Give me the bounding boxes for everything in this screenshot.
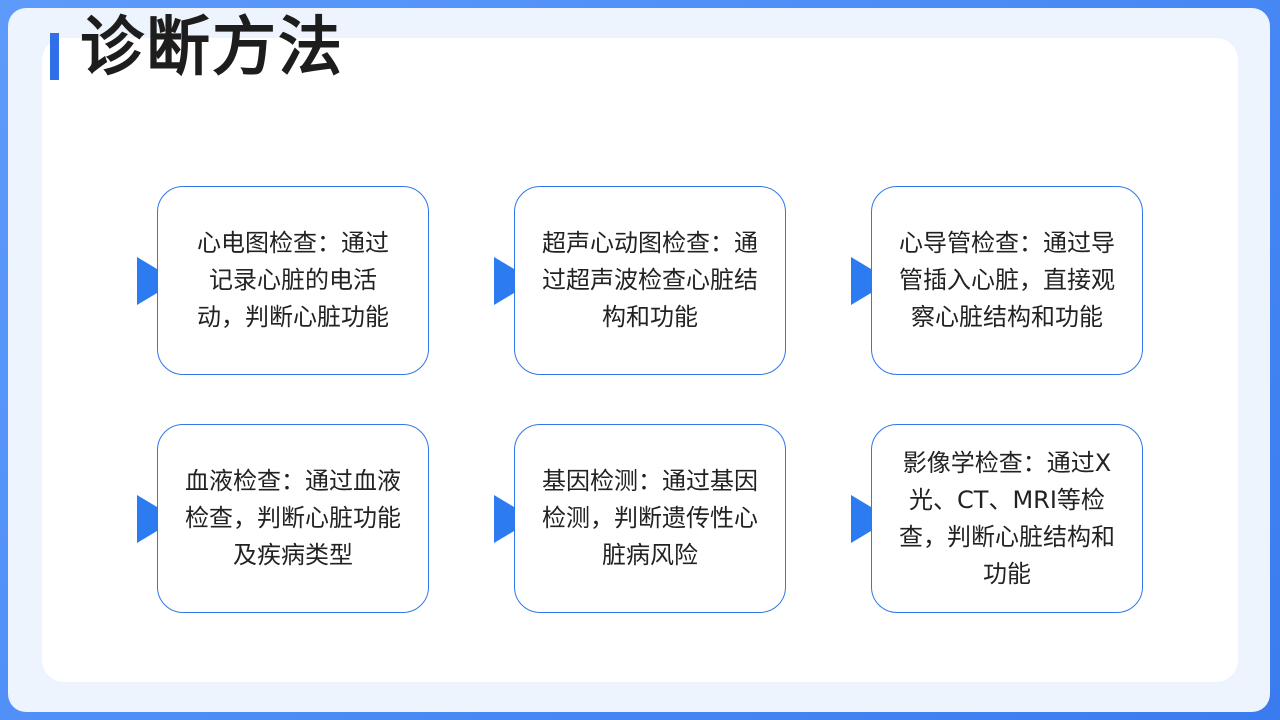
method-box: 超声心动图检查：通过超声波检查心脏结构和功能 bbox=[514, 186, 786, 375]
method-text: 血液检查：通过血液检查，判断心脏功能及疾病类型 bbox=[185, 467, 401, 569]
method-box: 影像学检查：通过X光、CT、MRI等检查，判断心脏结构和功能 bbox=[871, 424, 1143, 613]
method-text: 影像学检查：通过X光、CT、MRI等检查，判断心脏结构和功能 bbox=[899, 448, 1115, 588]
title-accent-bar bbox=[50, 33, 59, 80]
diagnosis-item-catheterization: 心导管检查：通过导管插入心脏，直接观察心脏结构和功能 bbox=[851, 186, 1143, 376]
diagnosis-item-echocardiogram: 超声心动图检查：通过超声波检查心脏结构和功能 bbox=[494, 186, 786, 376]
diagnosis-item-blood-test: 血液检查：通过血液检查，判断心脏功能及疾病类型 bbox=[137, 424, 429, 614]
method-text: 基因检测：通过基因检测，判断遗传性心脏病风险 bbox=[542, 467, 758, 569]
diagnosis-item-ecg: 心电图检查：通过记录心脏的电活动，判断心脏功能 bbox=[137, 186, 429, 376]
page-title: 诊断方法 bbox=[80, 11, 344, 85]
method-box: 心电图检查：通过记录心脏的电活动，判断心脏功能 bbox=[157, 186, 429, 375]
method-box: 基因检测：通过基因检测，判断遗传性心脏病风险 bbox=[514, 424, 786, 613]
method-box: 心导管检查：通过导管插入心脏，直接观察心脏结构和功能 bbox=[871, 186, 1143, 375]
method-text: 心导管检查：通过导管插入心脏，直接观察心脏结构和功能 bbox=[899, 229, 1115, 331]
diagnosis-item-imaging: 影像学检查：通过X光、CT、MRI等检查，判断心脏结构和功能 bbox=[851, 424, 1143, 614]
diagnosis-item-genetic-test: 基因检测：通过基因检测，判断遗传性心脏病风险 bbox=[494, 424, 786, 614]
method-box: 血液检查：通过血液检查，判断心脏功能及疾病类型 bbox=[157, 424, 429, 613]
method-text: 心电图检查：通过记录心脏的电活动，判断心脏功能 bbox=[197, 229, 389, 331]
method-text: 超声心动图检查：通过超声波检查心脏结构和功能 bbox=[542, 229, 758, 331]
